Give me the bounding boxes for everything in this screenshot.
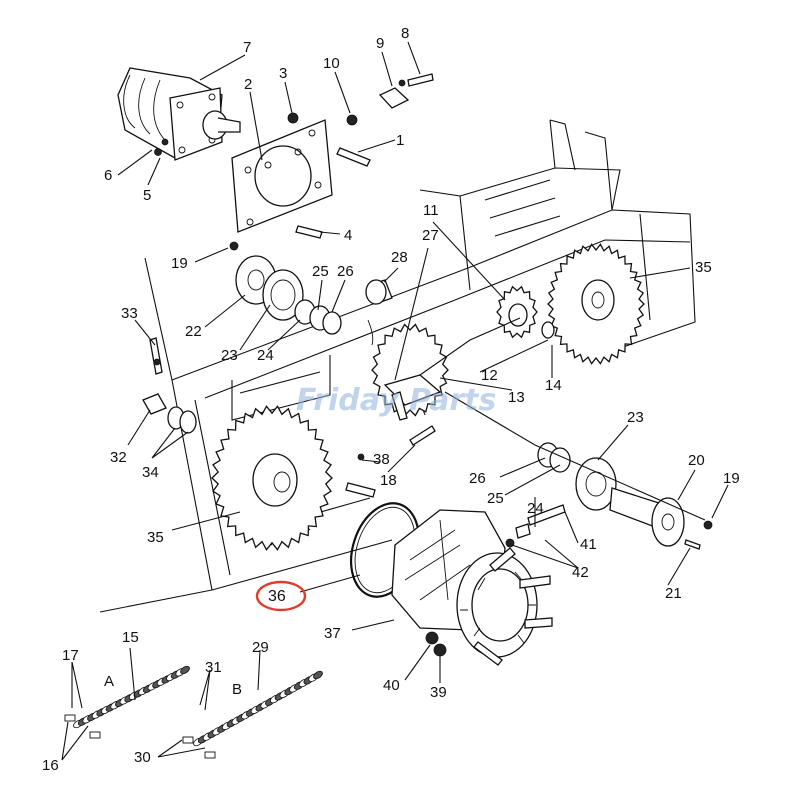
callout-20: 20 xyxy=(688,452,705,469)
left-flange-stack xyxy=(229,241,342,335)
callout-30: 30 xyxy=(134,749,151,766)
chain-a xyxy=(73,665,190,729)
callout-7: 7 xyxy=(243,39,251,56)
callout-36: 36 xyxy=(268,588,286,605)
connector-link xyxy=(64,714,76,722)
callout-11: 11 xyxy=(423,202,439,219)
callout-40: 40 xyxy=(383,677,400,694)
callout-25-right: 25 xyxy=(487,490,504,507)
chain-b xyxy=(193,670,323,747)
callout-34: 34 xyxy=(142,464,159,481)
housing-nuts xyxy=(425,504,566,657)
callout-39: 39 xyxy=(430,684,447,701)
callout-labels: 7 2 3 10 9 8 1 6 5 4 19 22 23 24 25 26 2… xyxy=(42,25,740,774)
center-bolts xyxy=(345,425,436,498)
connector-link xyxy=(204,751,216,759)
callout-4: 4 xyxy=(344,227,352,244)
callout-35-right: 35 xyxy=(695,259,712,276)
callout-1: 1 xyxy=(396,132,404,149)
connector-link xyxy=(89,731,101,739)
callout-2: 2 xyxy=(244,76,252,93)
callout-13: 13 xyxy=(508,389,525,406)
callout-9: 9 xyxy=(376,35,384,52)
callout-21: 21 xyxy=(665,585,682,602)
callout-19-right: 19 xyxy=(723,470,740,487)
callout-35-left: 35 xyxy=(147,529,164,546)
hydraulic-motor xyxy=(117,67,241,161)
roller-chains xyxy=(64,665,323,759)
chain-link xyxy=(180,665,190,675)
callout-38: 38 xyxy=(373,451,390,468)
callout-32: 32 xyxy=(110,449,127,466)
callout-16: 16 xyxy=(42,757,59,774)
callout-42: 42 xyxy=(572,564,589,581)
callout-6: 6 xyxy=(104,167,112,184)
sprocket-hubs xyxy=(252,279,615,507)
callout-17: 17 xyxy=(62,647,79,664)
callout-37: 37 xyxy=(324,625,341,642)
callout-26-right: 26 xyxy=(469,470,486,487)
callout-26-left: 26 xyxy=(337,263,354,280)
mounting-plate xyxy=(231,119,333,233)
top-hardware xyxy=(287,73,434,239)
chain-label-a: A xyxy=(104,673,114,690)
watermark: Friday Parts xyxy=(296,383,496,418)
tensioner-bolt xyxy=(142,337,197,434)
connector-link xyxy=(182,736,194,744)
callout-23-right: 23 xyxy=(627,409,644,426)
callout-8: 8 xyxy=(401,25,409,42)
callout-19-left: 19 xyxy=(171,255,188,272)
callout-15: 15 xyxy=(122,629,139,646)
callout-27: 27 xyxy=(422,227,439,244)
callout-3: 3 xyxy=(279,65,287,82)
callout-41: 41 xyxy=(580,536,597,553)
callout-18: 18 xyxy=(380,472,397,489)
callout-29: 29 xyxy=(252,639,269,656)
callout-23-left: 23 xyxy=(221,347,238,364)
chain-label-b: B xyxy=(232,681,242,698)
callout-14: 14 xyxy=(545,377,562,394)
callout-24-left: 24 xyxy=(257,347,274,364)
callout-25-left: 25 xyxy=(312,263,329,280)
callout-31: 31 xyxy=(205,659,222,676)
callout-24-right: 24 xyxy=(527,500,544,517)
callout-33: 33 xyxy=(121,305,138,322)
highlight-circle xyxy=(255,580,307,612)
callout-10: 10 xyxy=(323,55,340,72)
output-shaft-stack xyxy=(444,391,713,550)
callout-22: 22 xyxy=(185,323,202,340)
motor-bolts xyxy=(154,138,169,156)
callout-12: 12 xyxy=(481,367,498,384)
callout-28: 28 xyxy=(391,249,408,266)
bushing xyxy=(365,279,393,346)
axle-housing xyxy=(391,509,553,666)
leader-lines xyxy=(61,41,729,761)
idler-arm xyxy=(383,317,521,421)
callout-5: 5 xyxy=(143,187,151,204)
chain-link xyxy=(313,670,323,680)
